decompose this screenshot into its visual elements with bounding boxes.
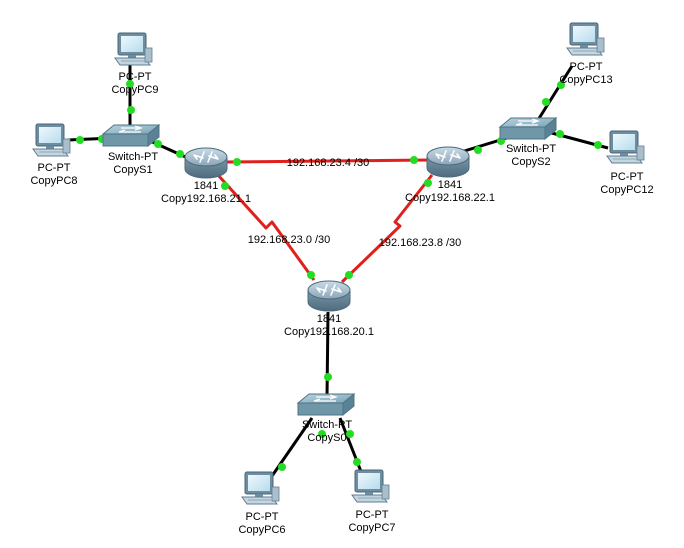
router-icon <box>184 147 228 179</box>
device-copypc9[interactable]: PC-PT CopyPC9 <box>111 32 159 96</box>
device-copypc12[interactable]: PC-PT CopyPC12 <box>600 130 654 196</box>
link-r21-r22[interactable] <box>225 158 431 164</box>
port-light <box>221 182 229 190</box>
port-light <box>424 179 432 187</box>
port-light <box>126 80 134 88</box>
port-light <box>594 141 602 149</box>
device-type-label: Switch-PT <box>506 143 556 155</box>
device-type-label: PC-PT <box>356 509 389 521</box>
device-name-label: CopyPC13 <box>559 74 612 86</box>
device-copypc6[interactable]: PC-PT CopyPC6 <box>238 471 286 536</box>
port-lights <box>76 80 602 471</box>
device-type-label: PC-PT <box>246 511 279 523</box>
device-name-label: CopyS1 <box>113 164 152 176</box>
link-label-r21-r22: 192.168.23.4 /30 <box>287 157 370 169</box>
port-light <box>346 430 354 438</box>
device-type-label: Switch-PT <box>108 151 158 163</box>
port-light <box>307 271 315 279</box>
port-light <box>176 150 184 158</box>
device-copys2[interactable]: Switch-PT CopyS2 <box>499 117 557 168</box>
device-name-label: CopyPC9 <box>111 84 158 96</box>
device-copypc7[interactable]: PC-PT CopyPC7 <box>348 469 396 534</box>
device-name-label: Copy192.168.21.1 <box>161 193 251 205</box>
device-type-label: PC-PT <box>611 171 644 183</box>
link-r20-s0[interactable] <box>325 311 330 399</box>
port-light <box>233 158 241 166</box>
pc-icon <box>566 22 605 56</box>
switch-icon <box>499 117 557 140</box>
device-type-label: 1841 <box>194 180 218 192</box>
device-name-label: CopyS2 <box>511 156 550 168</box>
device-copypc13[interactable]: PC-PT CopyPC13 <box>559 22 613 86</box>
device-type-label: 1841 <box>438 179 462 191</box>
pc-icon <box>606 130 645 164</box>
pc-icon <box>351 469 390 503</box>
device-copy192-168-22-1[interactable]: 1841 Copy192.168.22.1 <box>405 146 495 204</box>
device-type-label: 1841 <box>317 313 341 325</box>
link-label-r22-r20: 192.168.23.8 /30 <box>379 237 462 249</box>
port-light <box>324 373 332 381</box>
device-type-label: PC-PT <box>570 61 603 73</box>
port-light <box>318 430 326 438</box>
link-s2-pc13[interactable] <box>536 65 574 121</box>
port-light <box>127 106 135 114</box>
switch-icon <box>102 124 160 147</box>
device-copypc8[interactable]: PC-PT CopyPC8 <box>30 123 78 187</box>
device-name-label: Copy192.168.20.1 <box>284 326 374 338</box>
port-light <box>154 140 162 148</box>
device-copys0[interactable]: Switch-PT CopyS0 <box>297 393 355 444</box>
link-label-r21-r20: 192.168.23.0 /30 <box>248 234 331 246</box>
link-r21-r20[interactable] <box>216 173 316 281</box>
device-name-label: CopyPC6 <box>238 524 285 536</box>
device-name-label: Copy192.168.22.1 <box>405 192 495 204</box>
router-icon <box>307 280 351 312</box>
device-name-label: CopyPC8 <box>30 175 77 187</box>
port-light <box>557 81 565 89</box>
port-light <box>556 130 564 138</box>
port-light <box>410 156 418 164</box>
port-light <box>353 458 361 466</box>
port-light <box>474 146 482 154</box>
device-type-label: PC-PT <box>38 162 71 174</box>
device-name-label: CopyS0 <box>307 432 346 444</box>
device-type-label: PC-PT <box>119 71 152 83</box>
port-light <box>542 98 550 106</box>
switch-icon <box>297 393 355 416</box>
pc-icon <box>114 32 153 66</box>
router-icon <box>426 146 470 178</box>
device-copy192-168-20-1[interactable]: 1841 Copy192.168.20.1 <box>284 280 374 338</box>
port-light <box>278 463 286 471</box>
link-r22-r20[interactable] <box>340 174 434 284</box>
pc-icon <box>241 471 280 505</box>
port-light <box>345 271 353 279</box>
device-copys1[interactable]: Switch-PT CopyS1 <box>102 124 160 176</box>
device-name-label: CopyPC12 <box>600 184 653 196</box>
device-name-label: CopyPC7 <box>348 522 395 534</box>
port-light <box>76 136 84 144</box>
device-copy192-168-21-1[interactable]: 1841 Copy192.168.21.1 <box>161 147 251 205</box>
pc-icon <box>32 123 71 157</box>
device-type-label: Switch-PT <box>302 419 352 431</box>
